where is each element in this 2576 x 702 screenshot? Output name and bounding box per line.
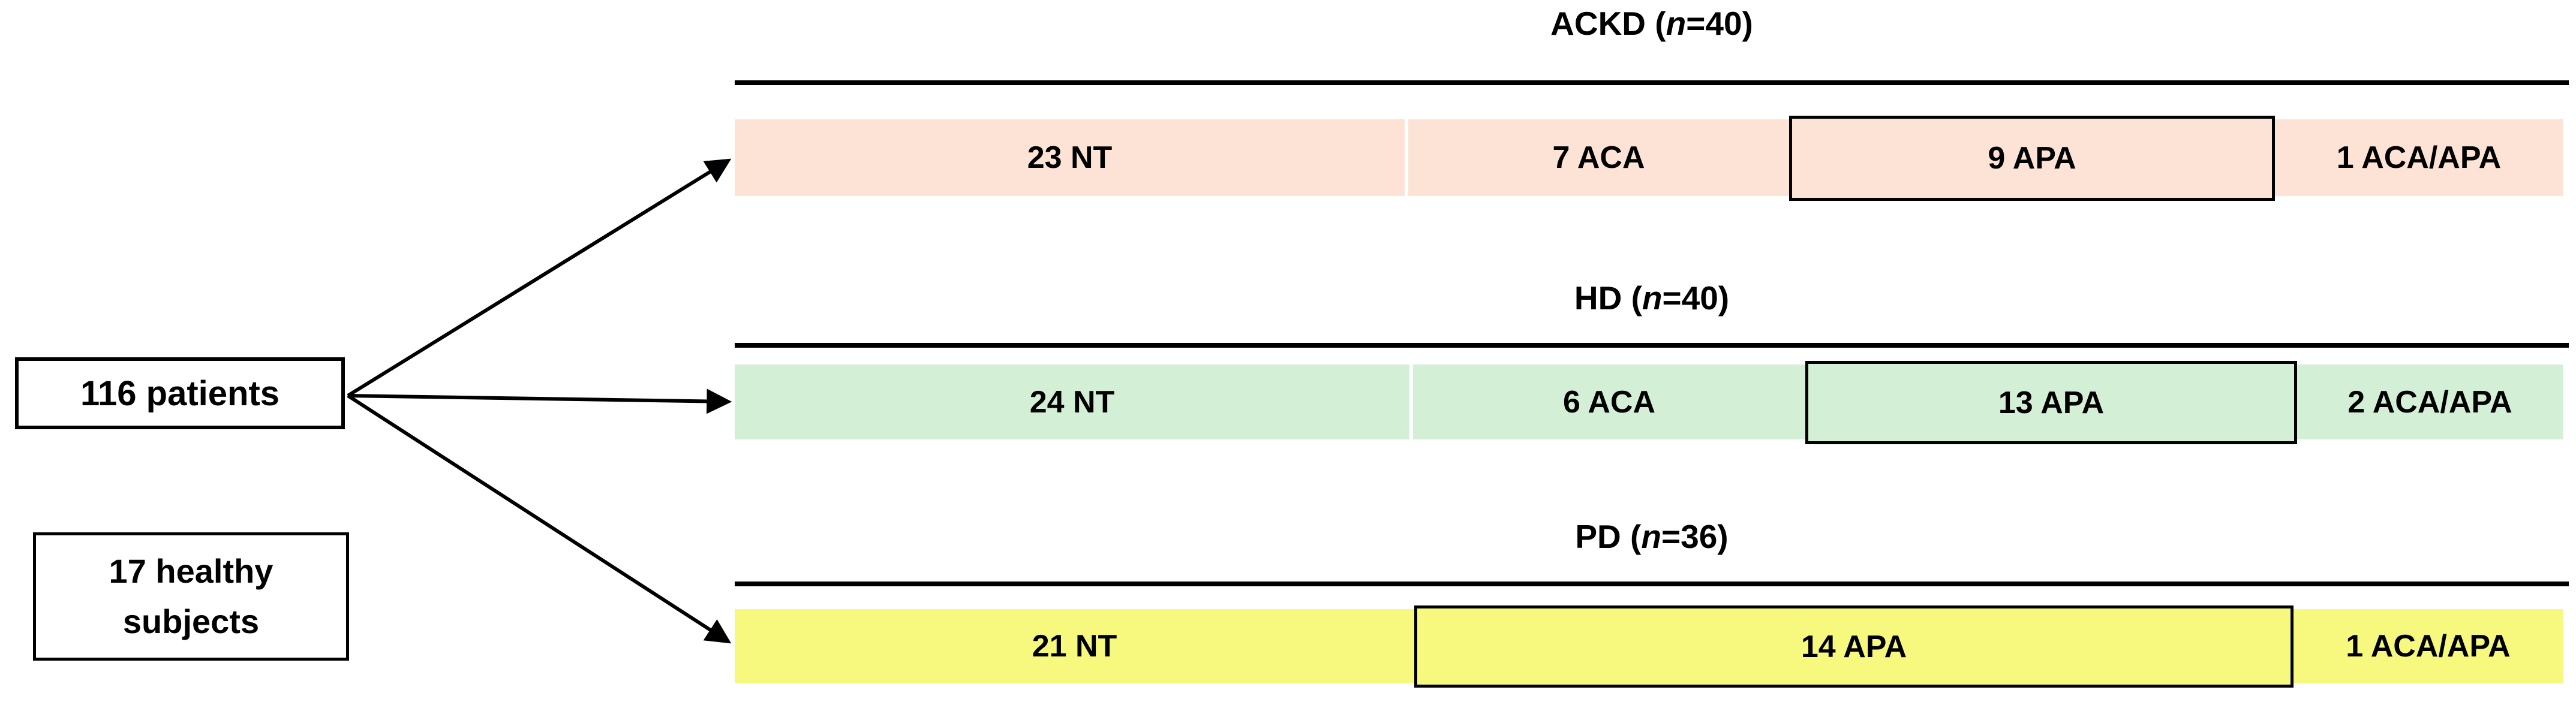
arrow-to-pd [347, 394, 732, 644]
segment-ackd-aca-label: 7 ACA [1552, 140, 1645, 175]
pd-title-n: n [1641, 518, 1661, 555]
segment-ackd-acaapa-label: 1 ACA/APA [2336, 140, 2502, 175]
segment-hd-acaapa: 2 ACA/APA [2297, 364, 2563, 439]
bar-ackd: 23 NT 7 ACA 9 APA 1 ACA/APA [735, 116, 2563, 201]
group-rule-pd [735, 582, 2569, 586]
patients-box-label: 116 patients [80, 373, 280, 413]
ackd-title-post: =40) [1686, 5, 1753, 42]
segment-hd-nt-label: 24 NT [1029, 384, 1115, 420]
segment-ackd-aca: 7 ACA [1408, 119, 1789, 196]
group-title-hd: HD (n=40) [735, 279, 2569, 317]
segment-hd-apa-label: 13 APA [1998, 385, 2105, 420]
pd-title-post: =36) [1661, 518, 1729, 555]
segment-pd-nt: 21 NT [735, 609, 1414, 683]
ackd-title-pre: ACKD ( [1550, 5, 1666, 42]
healthy-box-line2: subjects [122, 602, 260, 640]
arrow-to-ackd [347, 158, 732, 397]
pd-title-pre: PD ( [1575, 518, 1642, 555]
hd-title-post: =40) [1662, 279, 1730, 317]
segment-pd-nt-label: 21 NT [1032, 628, 1117, 664]
segment-divider [1405, 119, 1408, 196]
group-title-pd: PD (n=36) [735, 518, 2569, 556]
segment-hd-aca-label: 6 ACA [1562, 384, 1656, 420]
segment-pd-acaapa: 1 ACA/APA [2294, 609, 2563, 683]
segment-ackd-acaapa: 1 ACA/APA [2275, 119, 2563, 196]
segment-hd-nt: 24 NT [735, 364, 1409, 439]
arrow-to-hd [347, 388, 732, 414]
group-rule-ackd [735, 80, 2569, 85]
hd-title-pre: HD ( [1574, 279, 1642, 317]
segment-hd-apa-boxed: 13 APA [1805, 361, 2297, 444]
segment-ackd-nt-label: 23 NT [1027, 140, 1113, 175]
group-title-ackd: ACKD (n=40) [735, 5, 2569, 43]
segment-ackd-apa-boxed: 9 APA [1789, 116, 2275, 201]
segment-ackd-apa-label: 9 APA [1988, 141, 2076, 176]
ackd-title-n: n [1666, 5, 1687, 42]
group-rule-hd [735, 343, 2569, 348]
segment-divider [1409, 364, 1413, 439]
bar-hd: 24 NT 6 ACA 13 APA 2 ACA/APA [735, 361, 2563, 444]
hd-title-n: n [1642, 279, 1663, 317]
segment-pd-apa-label: 14 APA [1801, 629, 1907, 664]
segment-hd-aca: 6 ACA [1413, 364, 1805, 439]
bar-pd: 21 NT 14 APA 1 ACA/APA [735, 605, 2563, 688]
patients-box: 116 patients [15, 357, 345, 429]
segment-pd-acaapa-label: 1 ACA/APA [2346, 628, 2511, 664]
segment-hd-acaapa-label: 2 ACA/APA [2347, 384, 2512, 420]
healthy-box-line1: 17 healthy [109, 552, 273, 590]
healthy-subjects-box: 17 healthy subjects [33, 532, 349, 661]
segment-pd-apa-boxed: 14 APA [1414, 605, 2294, 688]
segment-ackd-nt: 23 NT [735, 119, 1405, 196]
